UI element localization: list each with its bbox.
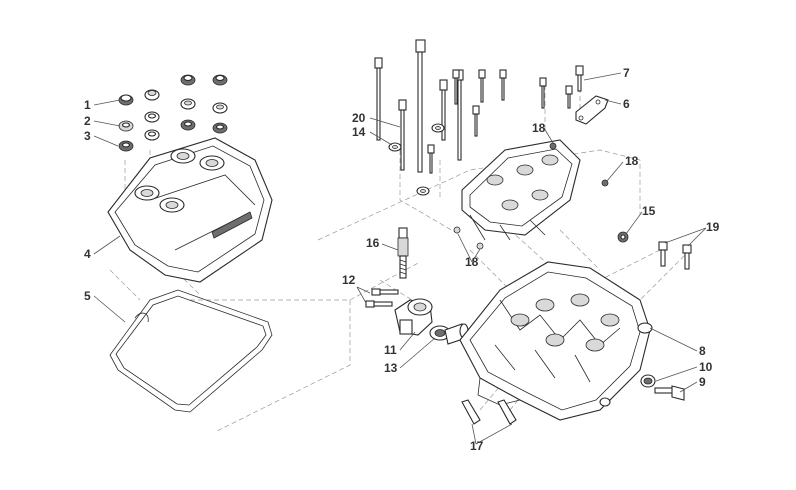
spark-plug-part-16 [397, 227, 409, 279]
bolts-part-19 [658, 241, 692, 270]
bolt-part-9 [654, 385, 685, 401]
thermostat-housing-part-11 [394, 298, 433, 336]
plug-part-15 [617, 231, 629, 243]
bolts-part-12 [365, 288, 399, 308]
callout-5: 5 [84, 289, 91, 303]
oring-part-10 [640, 374, 656, 388]
callout-2: 2 [84, 114, 91, 128]
callout-18-right: 18 [625, 154, 639, 168]
seal-stack-parts-1-2-3 [118, 74, 228, 152]
callout-7: 7 [623, 66, 630, 80]
callout-19: 19 [706, 220, 720, 234]
callout-13: 13 [384, 361, 398, 375]
callout-labels: 1 2 3 4 5 6 7 8 9 10 11 12 13 14 15 16 1… [84, 66, 720, 453]
valve-cover-part-4 [107, 137, 273, 283]
dowels-part-17 [461, 399, 517, 425]
camshaft-carrier [461, 139, 581, 241]
callout-14: 14 [352, 125, 366, 139]
callout-9: 9 [699, 375, 706, 389]
washers-part-14 [388, 123, 445, 196]
callout-12: 12 [342, 273, 356, 287]
short-bolts-row [452, 65, 584, 137]
callout-8: 8 [699, 344, 706, 358]
callout-18-top: 18 [532, 121, 546, 135]
callout-17: 17 [470, 439, 484, 453]
callout-15: 15 [642, 204, 656, 218]
callout-11: 11 [384, 343, 397, 357]
callout-16: 16 [366, 236, 380, 250]
callout-4: 4 [84, 247, 91, 261]
callout-10: 10 [699, 360, 713, 374]
callout-3: 3 [84, 129, 91, 143]
gasket-part-5 [109, 289, 273, 413]
callout-6: 6 [623, 97, 630, 111]
callout-20: 20 [352, 111, 366, 125]
cylinder-head-part-8 [459, 261, 653, 421]
bracket-part-6 [565, 85, 609, 125]
small-plugs-part-18 [453, 142, 609, 250]
leader-lines [93, 72, 707, 445]
callout-1: 1 [84, 98, 91, 112]
long-bolts-part-20 [374, 39, 464, 174]
callout-18-mid: 18 [465, 255, 479, 269]
